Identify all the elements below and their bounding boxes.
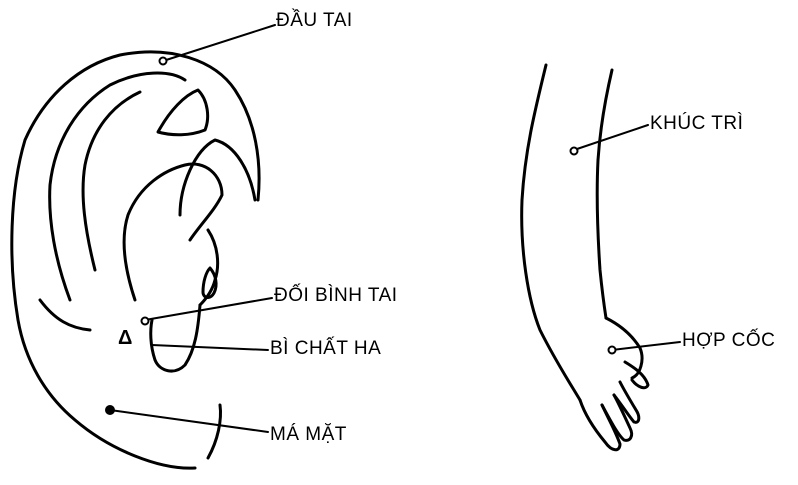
label-bi-chat-ha: BÌ CHẤT HA [270,338,381,360]
ear-outer-helix [12,52,259,468]
label-dau-tai: ĐẦU TAI [276,10,353,32]
leader-khuc-tri [574,125,648,150]
ear-inner-fold-2 [83,92,140,270]
ear-lower-curve [40,300,90,330]
finger-3 [614,382,639,422]
label-ma-mat: MÁ MẶT [270,424,347,446]
point-hop-coc [609,347,616,354]
triangle-marker: Δ [118,327,133,350]
point-doi-binh-tai [142,318,149,325]
point-dau-tai [160,58,167,65]
leader-ma-mat [110,410,268,432]
label-doi-binh-tai: ĐỐI BÌNH TAI [274,285,398,307]
leader-hop-coc [612,342,680,350]
label-hop-coc: HỢP CỐC [682,330,775,352]
point-ma-mat [106,406,114,414]
label-khuc-tri: KHÚC TRÌ [650,113,743,135]
arm-outer-edge [522,65,580,400]
ear-antihelix-crus [158,90,208,135]
point-khuc-tri [571,148,578,155]
ear-lobe-inner [208,405,221,458]
leader-doi-binh-tai [145,298,272,320]
arm-inner-edge [597,70,612,318]
leader-bi-chat-ha [152,345,268,350]
ear-concha [124,164,222,300]
ear-drawing [12,25,275,468]
leader-dau-tai [163,25,275,61]
